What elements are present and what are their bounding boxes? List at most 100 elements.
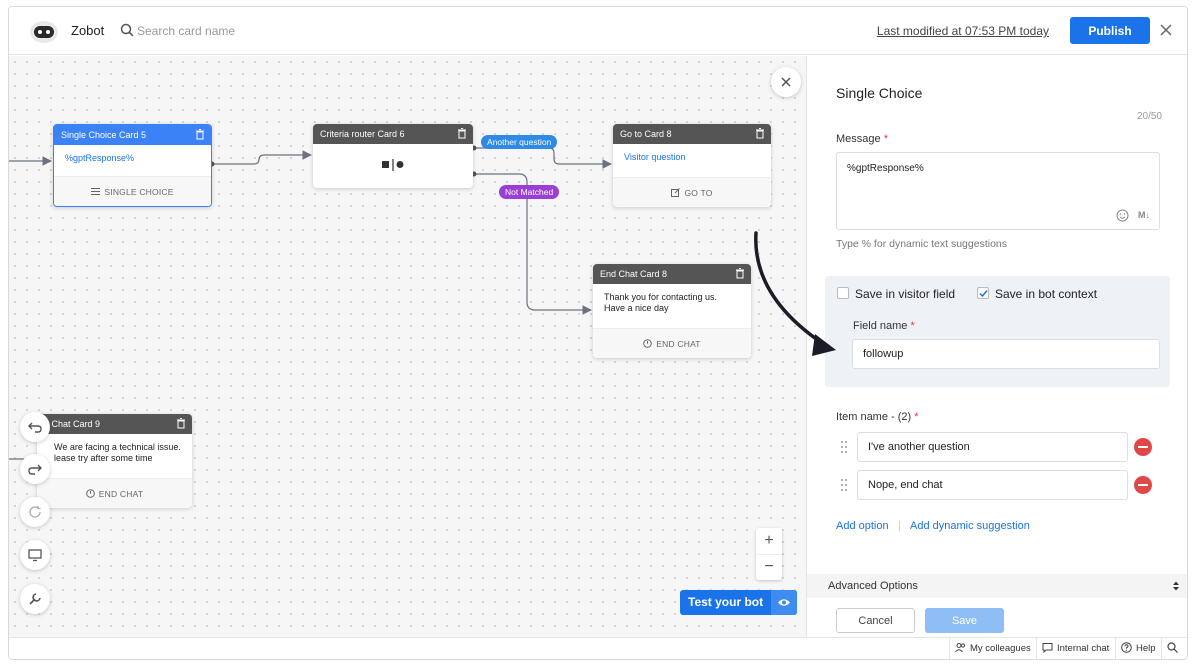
card-body: Thank you for contacting us. Have a nice… <box>593 284 751 322</box>
card-title: Single Choice Card 5 <box>61 130 147 140</box>
card-footer-label: END CHAT <box>656 339 701 349</box>
refresh-icon <box>29 506 41 518</box>
drag-handle-icon[interactable] <box>840 478 848 492</box>
card-body-line: lease try after some time <box>54 453 153 463</box>
my-colleagues-button[interactable]: My colleagues <box>955 642 1031 654</box>
bottom-bar: My colleagues Internal chat Help <box>9 637 1187 659</box>
required-mark: * <box>883 133 888 145</box>
preview-button[interactable] <box>20 540 50 570</box>
search-input[interactable] <box>137 21 297 41</box>
edge-label-not-matched[interactable]: Not Matched <box>499 185 560 199</box>
item-row <box>836 470 1166 500</box>
end-chat-card[interactable]: d Chat Card 9 We are facing a technical … <box>37 414 192 508</box>
internal-chat-label: Internal chat <box>1057 643 1110 654</box>
router-icon <box>382 159 404 171</box>
undo-button[interactable] <box>20 412 50 442</box>
save-bot-context-checkbox[interactable] <box>977 287 989 299</box>
goto-card[interactable]: Go to Card 8 Visitor question GO TO <box>613 124 771 207</box>
advanced-options-label: Advanced Options <box>828 580 918 592</box>
close-icon <box>781 77 791 87</box>
criteria-router-card[interactable]: Criteria router Card 6 <box>313 124 473 188</box>
card-body-line: Thank you for contacting us. <box>604 292 718 302</box>
zoom-controls: + − <box>756 528 782 580</box>
search-icon <box>1167 642 1178 653</box>
trash-icon[interactable] <box>457 128 467 139</box>
message-hint: Type % for dynamic text suggestions <box>836 238 1007 250</box>
message-textarea[interactable]: %gptResponse% M↓ <box>836 152 1160 230</box>
item-name-label: Item name - (2) * <box>836 411 919 423</box>
divider <box>1036 638 1037 659</box>
publish-button[interactable]: Publish <box>1070 17 1150 44</box>
add-option-link[interactable]: Add option <box>836 520 889 532</box>
remove-item-button[interactable] <box>1134 476 1152 494</box>
refresh-button[interactable] <box>20 497 50 527</box>
search-icon <box>120 23 134 37</box>
trash-icon[interactable] <box>755 128 765 139</box>
add-dynamic-suggestion-link[interactable]: Add dynamic suggestion <box>910 520 1030 532</box>
field-name-label-text: Field name <box>853 320 908 332</box>
zoom-in-button[interactable]: + <box>764 532 774 549</box>
app-name: Zobot <box>71 23 105 38</box>
test-bot-button[interactable]: Test your bot <box>680 590 798 615</box>
checkmark-icon <box>979 290 988 298</box>
power-icon <box>643 339 653 348</box>
card-body: %gptResponse% <box>65 153 135 163</box>
single-choice-card[interactable]: Single Choice Card 5 %gptResponse% SINGL… <box>53 124 212 207</box>
save-visitor-label[interactable]: Save in visitor field <box>855 287 956 301</box>
last-modified-link[interactable]: Last modified at 07:53 PM today <box>876 24 1049 38</box>
message-label-text: Message <box>836 133 881 145</box>
required-mark: * <box>910 320 915 332</box>
list-icon <box>91 188 101 195</box>
top-bar: Zobot Last modified at 07:53 PM today Pu… <box>9 7 1187 55</box>
power-icon <box>85 489 95 498</box>
remove-item-button[interactable] <box>1134 438 1152 456</box>
bottom-search-button[interactable] <box>1167 642 1182 654</box>
save-button[interactable]: Save <box>925 608 1004 633</box>
help-button[interactable]: Help <box>1121 642 1156 654</box>
emoji-icon[interactable] <box>1116 209 1129 222</box>
save-visitor-checkbox[interactable] <box>837 287 849 299</box>
eye-icon[interactable] <box>771 590 798 615</box>
my-colleagues-label: My colleagues <box>970 643 1031 654</box>
save-options-section: Save in visitor field Save in bot contex… <box>825 276 1170 387</box>
trash-icon[interactable] <box>735 268 745 279</box>
internal-chat-button[interactable]: Internal chat <box>1042 642 1109 654</box>
cancel-button[interactable]: Cancel <box>836 608 915 633</box>
drag-handle-icon[interactable] <box>840 440 848 454</box>
message-label: Message * <box>836 133 888 145</box>
trash-icon[interactable] <box>195 129 205 140</box>
field-name-label: Field name * <box>853 320 915 332</box>
trash-icon[interactable] <box>176 418 186 429</box>
app-window: Zobot Last modified at 07:53 PM today Pu… <box>8 6 1188 660</box>
advanced-options-toggle[interactable]: Advanced Options <box>807 574 1187 598</box>
redo-button[interactable] <box>20 454 50 484</box>
redo-icon <box>28 464 42 475</box>
end-chat-card[interactable]: End Chat Card 8 Thank you for contacting… <box>593 264 751 358</box>
markdown-icon[interactable]: M↓ <box>1138 210 1150 220</box>
divider <box>1115 638 1116 659</box>
settings-button[interactable] <box>20 584 50 614</box>
item-input[interactable] <box>857 470 1128 500</box>
item-name-label-text: Item name - (2) <box>836 411 912 423</box>
card-footer: SINGLE CHOICE <box>54 176 211 206</box>
close-panel-button[interactable] <box>771 67 801 97</box>
char-count: 20/50 <box>1136 111 1162 122</box>
card-body: Visitor question <box>624 152 686 162</box>
card-footer: END CHAT <box>593 328 751 358</box>
edge-label-another-question[interactable]: Another question <box>481 135 558 149</box>
card-footer-label: SINGLE CHOICE <box>104 187 174 197</box>
zoom-out-button[interactable]: − <box>756 554 782 580</box>
message-text: %gptResponse% <box>847 163 924 174</box>
divider <box>1161 638 1162 659</box>
card-title: Go to Card 8 <box>620 129 672 139</box>
item-input[interactable] <box>857 432 1128 462</box>
save-bot-context-label[interactable]: Save in bot context <box>995 287 1098 301</box>
field-name-input[interactable] <box>852 339 1160 369</box>
card-body: We are facing a technical issue. lease t… <box>37 434 192 472</box>
flow-canvas[interactable]: Single Choice Card 5 %gptResponse% SINGL… <box>9 56 806 639</box>
bot-logo-icon <box>30 21 58 43</box>
card-settings-panel: Single Choice 20/50 Message * %gptRespon… <box>806 56 1187 639</box>
close-icon[interactable] <box>1157 21 1175 39</box>
undo-icon <box>28 422 42 433</box>
people-icon <box>955 643 966 653</box>
